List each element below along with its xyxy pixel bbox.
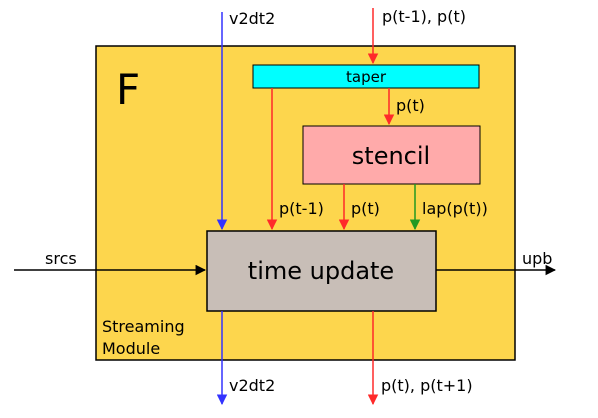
upb-label: upb: [522, 249, 552, 268]
taper-block: [252, 64, 480, 89]
p-taper-to-stencil-label: p(t): [396, 96, 425, 115]
p-input-label: p(t-1), p(t): [382, 7, 466, 26]
module-title: F: [116, 65, 140, 114]
p-t-label: p(t): [351, 199, 380, 218]
module-caption-line1: Streaming: [102, 317, 185, 336]
lap-label: lap(p(t)): [422, 199, 488, 218]
stencil-block: [302, 125, 481, 185]
srcs-label: srcs: [45, 249, 77, 268]
p-output-label: p(t), p(t+1): [381, 376, 473, 395]
taper-label: taper: [346, 68, 387, 86]
stencil-label: stencil: [352, 142, 430, 170]
v2dt2-in-label: v2dt2: [229, 9, 275, 28]
v2dt2-out-label: v2dt2: [229, 376, 275, 395]
p-tm1-label: p(t-1): [279, 199, 324, 218]
module-caption-line2: Module: [102, 339, 160, 358]
time-update-label: time update: [248, 257, 394, 285]
time-update-block: [206, 230, 437, 312]
